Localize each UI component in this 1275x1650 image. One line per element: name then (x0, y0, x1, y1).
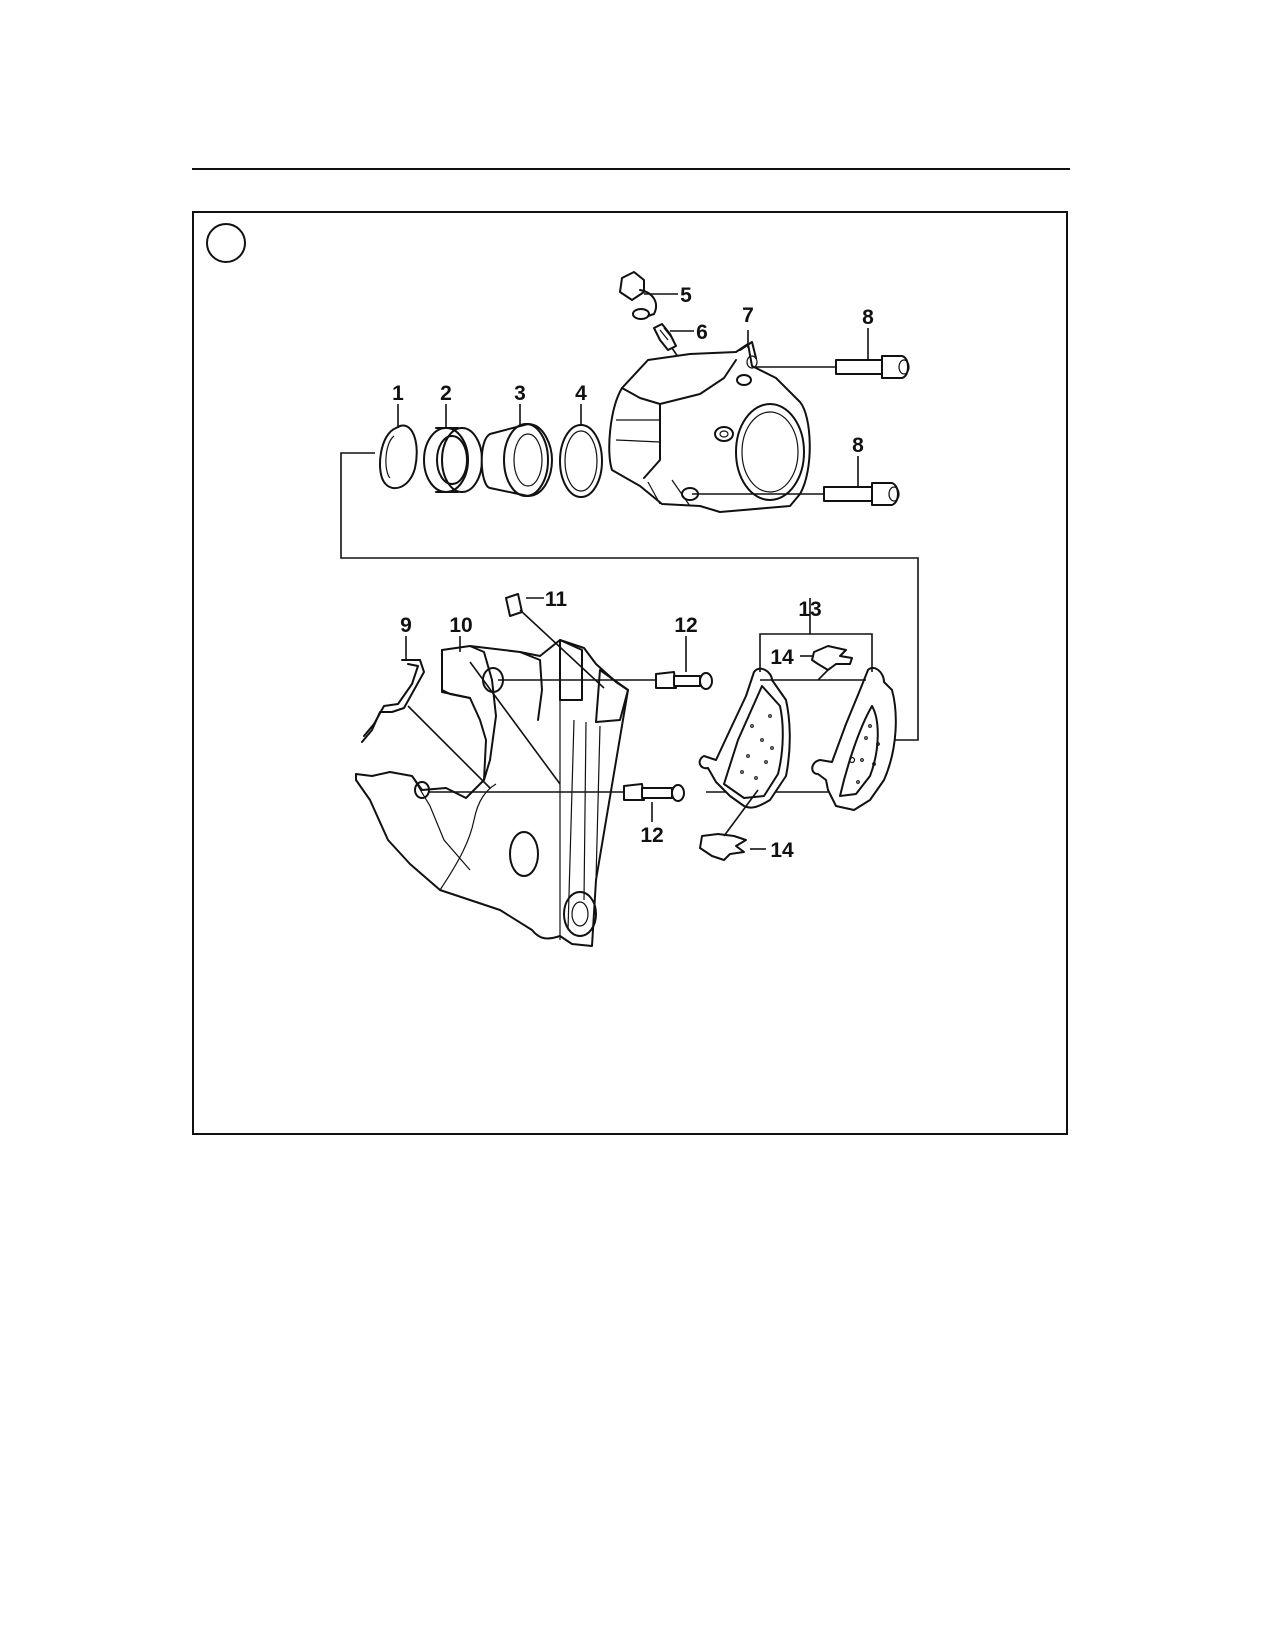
pad-shim-lower (699, 789, 766, 861)
callout-labels: 1 2 3 4 5 6 7 8 8 9 10 11 12 12 13 14 14 (392, 284, 874, 862)
callout-7: 7 (742, 304, 754, 327)
brake-pad-right (811, 666, 897, 811)
anti-rattle-spring (361, 659, 425, 743)
piston (480, 423, 553, 497)
callout-3: 3 (514, 382, 526, 405)
pad-wedge (505, 593, 605, 689)
callout-14-lower: 14 (770, 839, 794, 862)
retaining-ring (379, 424, 418, 490)
brake-pad-left (698, 667, 791, 809)
o-ring (559, 424, 603, 498)
pad-shim-upper (800, 645, 853, 681)
figure-marker-icon (206, 223, 246, 263)
callout-leaders (397, 293, 869, 822)
callout-10: 10 (449, 614, 472, 637)
bleeder-cap (619, 271, 658, 320)
guide-pin-upper (498, 671, 713, 690)
callout-14-upper: 14 (770, 646, 794, 669)
reference-line (340, 452, 919, 741)
dust-seal (423, 427, 483, 493)
callout-8-upper: 8 (862, 306, 874, 329)
callout-9: 9 (400, 614, 412, 637)
pad-bracket-13 (759, 622, 873, 681)
callout-6: 6 (696, 321, 708, 344)
callout-8-lower: 8 (852, 434, 864, 457)
figure-frame (192, 211, 1068, 1135)
callout-2: 2 (440, 382, 452, 405)
callout-12-upper: 12 (674, 614, 697, 637)
callout-4: 4 (575, 382, 587, 405)
caliper-bolt-upper (756, 355, 910, 379)
caliper-housing (608, 341, 811, 513)
callout-11: 11 (545, 588, 568, 611)
header-rule (192, 168, 1070, 170)
callout-12-lower: 12 (640, 824, 663, 847)
callout-5: 5 (680, 284, 692, 307)
caliper-bracket (355, 639, 629, 947)
callout-1: 1 (392, 382, 404, 405)
caliper-bolt-lower (692, 482, 900, 506)
callout-13: 13 (798, 598, 821, 621)
